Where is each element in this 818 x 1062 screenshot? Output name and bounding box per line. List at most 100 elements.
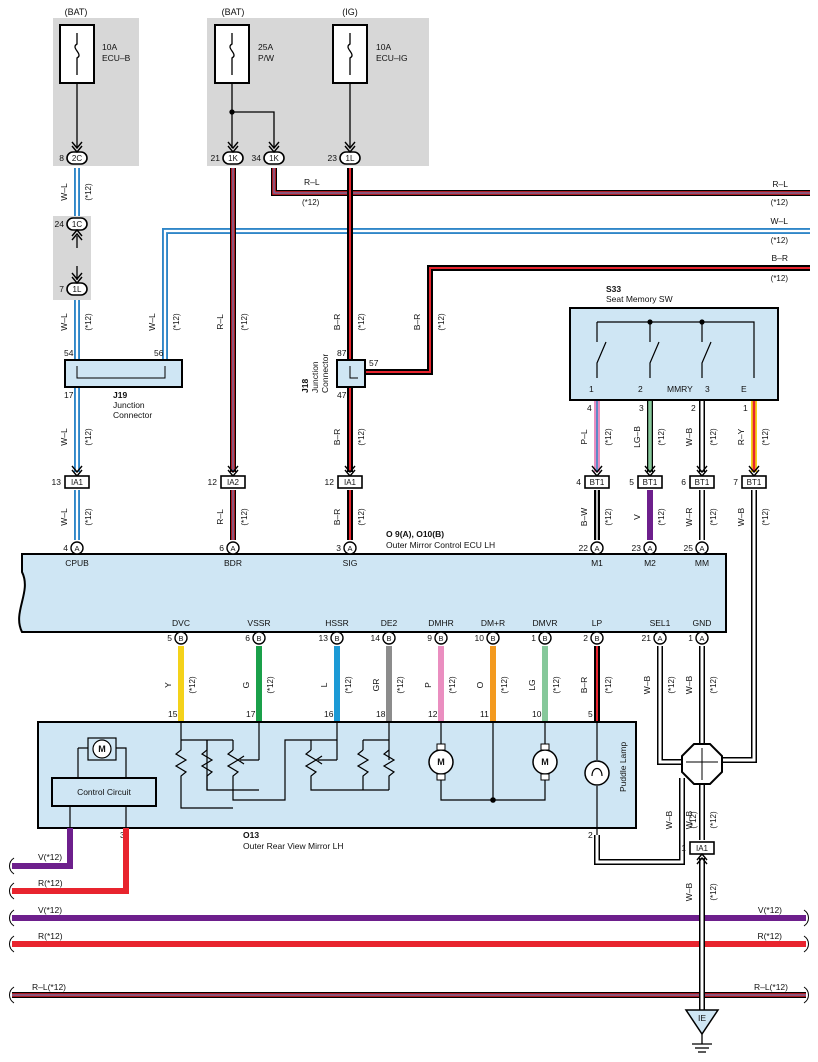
- pin-number: 22: [579, 543, 589, 553]
- connector-arrow-icon: [696, 852, 708, 865]
- fuse-name: ECU–B: [102, 53, 131, 63]
- pin-number: 14: [371, 633, 381, 643]
- j18-internal-link: [349, 366, 358, 379]
- wire-code: W–B: [684, 675, 694, 694]
- wire-color-label: W–L: [147, 313, 157, 331]
- terminal-label: LP: [592, 618, 603, 628]
- connector-arrow-icon: [268, 141, 280, 154]
- wire-color-label: W–B: [684, 675, 694, 694]
- connector-code: BT1: [747, 478, 762, 487]
- wire-note-label: (*12): [240, 508, 249, 526]
- terminal-connector: [226, 541, 240, 555]
- switch-terminal: 2: [638, 384, 643, 394]
- wire-color-label: P: [423, 682, 433, 688]
- pin-number: 3: [120, 830, 125, 840]
- connector-1k: 1K 21: [211, 141, 244, 165]
- wire-note: (*12): [604, 428, 613, 446]
- switch-terminal: 3: [705, 384, 710, 394]
- wire-code: B–R: [412, 314, 422, 331]
- wire-color-label: B–W: [579, 508, 589, 526]
- pin-number: 57: [369, 358, 379, 368]
- pin-number: 4: [576, 477, 581, 487]
- wire-wb-joint-right: [716, 490, 757, 763]
- wire-code: R–L: [215, 509, 225, 525]
- wire-color-label: Y: [163, 682, 173, 688]
- wire-color-label: L: [319, 682, 329, 687]
- connector-code: 1K: [228, 154, 238, 163]
- terminal-label: GND: [693, 618, 712, 628]
- wire-code: V: [632, 514, 642, 520]
- resistor-icon: [174, 740, 396, 790]
- wire-note-label: (*12): [344, 676, 353, 694]
- pin-number: 54: [64, 348, 74, 358]
- connector-arrow-icon: [71, 141, 83, 154]
- pin-number: 4: [587, 403, 592, 413]
- wire-note-label: (*12): [448, 676, 457, 694]
- fuse-name: ECU–IG: [376, 53, 408, 63]
- wire-color-label: R–Y: [736, 428, 746, 445]
- ground-point-ie: [684, 1009, 720, 1036]
- pin-number: 56: [154, 348, 164, 358]
- wire-code: W–B: [684, 810, 694, 829]
- connector-letter: B: [594, 634, 599, 643]
- connector-2c: 2C8: [59, 141, 88, 165]
- wire-note-label: (*12): [604, 676, 613, 694]
- wire-note-label: (*12): [657, 428, 666, 446]
- wire-code: W–L: [59, 313, 69, 331]
- connector-code: IA1: [696, 844, 709, 853]
- s33-name: Seat Memory SW: [606, 294, 673, 304]
- wire-code: B–R: [332, 509, 342, 526]
- connector-tag: [337, 475, 363, 489]
- wire-note-label: (*12): [84, 428, 93, 446]
- pin-number: 10: [532, 709, 542, 719]
- wire-note: (*12): [709, 428, 718, 446]
- bus-note: (*12): [771, 198, 789, 207]
- connector-tag: [64, 475, 90, 489]
- terminal-connector: [70, 541, 84, 555]
- ground-label: IE: [698, 1013, 706, 1023]
- wire-code: B–R: [579, 677, 589, 694]
- connector-arrow-icon: [71, 272, 83, 285]
- motor-label: M: [541, 757, 549, 767]
- motor-brush: [436, 773, 446, 781]
- terminal-label: M2: [644, 558, 656, 568]
- pin-number: 1: [681, 843, 686, 853]
- seat-memory-switch: [569, 307, 779, 401]
- connector-letter: B: [334, 634, 339, 643]
- connector-letter: B: [386, 634, 391, 643]
- wire-color-label: W–B: [684, 882, 694, 901]
- connector-code: IA1: [71, 478, 84, 487]
- wire-note-label: (*12): [657, 508, 666, 526]
- pin-number: 6: [219, 543, 224, 553]
- bus-rl-top: [271, 168, 810, 196]
- wire-color-label: B–R: [412, 314, 422, 331]
- j19-id: J19: [113, 390, 127, 400]
- joint-internal: [686, 748, 718, 780]
- fuse-element-icon: [347, 33, 353, 75]
- pin-number: 12: [208, 477, 218, 487]
- wire-code: W–R: [684, 508, 694, 527]
- wire-color-label: GR: [371, 679, 381, 692]
- wire-note-label: (*12): [84, 313, 93, 331]
- wire-note: (*12): [344, 676, 353, 694]
- connector-tag: [637, 475, 663, 489]
- terminal-label: MM: [695, 558, 709, 568]
- pin-number: 21: [211, 153, 221, 163]
- wire-note: (*12): [761, 508, 770, 526]
- connector-letter: B: [490, 634, 495, 643]
- pin-number: 15: [168, 709, 178, 719]
- fuse-supply-label: (BAT): [222, 7, 245, 17]
- pin-number: 6: [245, 633, 250, 643]
- fuse-supply-label: (IG): [342, 7, 358, 17]
- wire-color-label: LG: [527, 679, 537, 690]
- wire-note-label: (*12): [709, 811, 718, 829]
